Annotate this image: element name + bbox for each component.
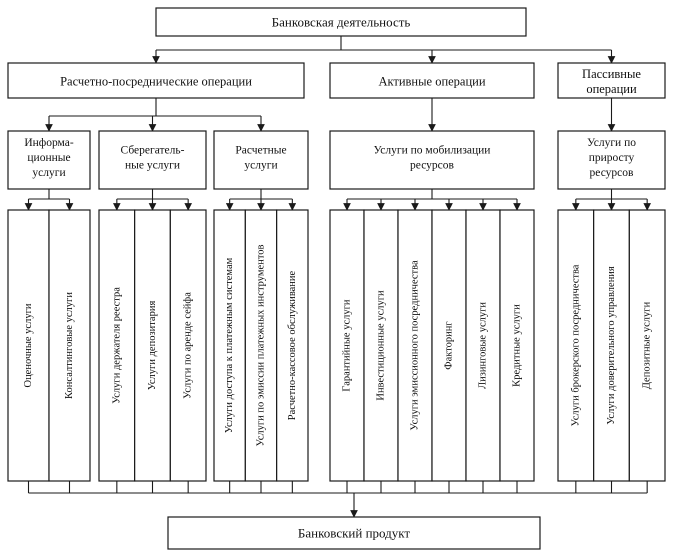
group-box-1-1 bbox=[7, 130, 91, 190]
bottom-box bbox=[167, 516, 541, 550]
leaf-box bbox=[363, 209, 399, 482]
leaf-label: Услуги по эмиссии платежных инструментов bbox=[256, 244, 267, 446]
leaf-label: Депозитные услуги bbox=[642, 301, 653, 389]
group-label-1-3-line: услуги bbox=[244, 160, 277, 172]
group-label-3-1-line: ресурсов bbox=[590, 167, 634, 179]
group-label-3-1-line: приросту bbox=[589, 152, 635, 164]
leaf-label: Услуги эмиссионного посредничества bbox=[410, 260, 421, 431]
category-box-1 bbox=[7, 62, 305, 99]
category-label-3-line: Пассивные bbox=[582, 67, 641, 81]
bottom-label: Банковский продукт bbox=[298, 526, 411, 541]
group-label-2-1-line: ресурсов bbox=[410, 160, 454, 172]
leaf-label: Услуги держателя реестра bbox=[111, 287, 122, 404]
root-label: Банковская деятельность bbox=[272, 15, 411, 30]
leaf-box bbox=[431, 209, 467, 482]
group-label-2-1: Услуги по мобилизации ресурсов bbox=[374, 145, 491, 172]
group-label-3-1-line: Услуги по bbox=[587, 137, 636, 149]
leaf-box bbox=[276, 209, 309, 482]
leaf-box bbox=[7, 209, 50, 482]
category-box-2 bbox=[329, 62, 535, 99]
group-label-1-1-line: Информа- bbox=[24, 137, 74, 149]
group-label-1-1: Информа-ционные услуги bbox=[24, 137, 74, 179]
leaf-label: Гарантийные услуги bbox=[342, 299, 353, 391]
group-box-1-2 bbox=[98, 130, 207, 190]
leaf-box bbox=[244, 209, 278, 482]
group-box-3-1 bbox=[557, 130, 666, 190]
leaf-label: Консалтинговые услуги bbox=[64, 292, 75, 399]
leaf-label: Оценочные услуги bbox=[23, 303, 34, 387]
leaf-label: Лизинговые услуги bbox=[478, 302, 489, 389]
leaf-box bbox=[499, 209, 535, 482]
category-label-2: Активные операции bbox=[378, 75, 485, 89]
leaf-box bbox=[48, 209, 91, 482]
group-label-1-1-line: ционные bbox=[27, 152, 70, 164]
leaf-box bbox=[169, 209, 207, 482]
group-box-1-3 bbox=[213, 130, 309, 190]
leaf-box bbox=[593, 209, 630, 482]
leaf-label: Услуги по аренде сейфа bbox=[183, 292, 194, 399]
group-box-2-1 bbox=[329, 130, 535, 190]
group-label-1-3-line: Расчетные bbox=[235, 145, 286, 157]
category-label-1: Расчетно-посредническиe операции bbox=[60, 75, 252, 89]
category-label-3-line: операции bbox=[586, 82, 637, 96]
group-label-3-1: Услуги по приросту ресурсов bbox=[587, 137, 636, 179]
leaf-box bbox=[397, 209, 433, 482]
leaf-box bbox=[134, 209, 171, 482]
group-label-2-1-line: Услуги по мобилизации bbox=[374, 145, 491, 157]
leaf-box bbox=[213, 209, 246, 482]
leaf-label: Услуги депозитария bbox=[147, 301, 158, 391]
category-box-3 bbox=[557, 62, 666, 99]
leaf-box bbox=[98, 209, 136, 482]
group-label-1-2-line: ные услуги bbox=[125, 160, 180, 172]
root-box bbox=[155, 7, 527, 37]
group-label-1-2: Сберегатель-ные услуги bbox=[121, 145, 185, 172]
leaf-label: Расчетно-кассовое обслуживание bbox=[287, 270, 298, 420]
leaf-box bbox=[465, 209, 501, 482]
leaf-label: Инвестиционные услуги bbox=[376, 290, 387, 401]
leaf-label: Факторинг bbox=[444, 321, 455, 370]
leaf-label: Услуги доступа к платежным системам bbox=[224, 257, 235, 433]
category-label-1-line: Расчетно-посредническиe операции bbox=[60, 75, 252, 89]
group-label-1-1-line: услуги bbox=[32, 167, 65, 179]
leaf-label: Услуги брокерского посредничества bbox=[570, 264, 581, 426]
group-label-1-2-line: Сберегатель- bbox=[121, 145, 185, 157]
group-label-1-3: Расчетные услуги bbox=[235, 145, 286, 172]
leaf-label: Услуги доверительного управления bbox=[606, 266, 617, 425]
leaf-label: Кредитные услуги bbox=[512, 304, 523, 387]
leaf-box bbox=[329, 209, 365, 482]
category-label-2-line: Активные операции bbox=[378, 75, 485, 89]
leaf-box bbox=[628, 209, 666, 482]
